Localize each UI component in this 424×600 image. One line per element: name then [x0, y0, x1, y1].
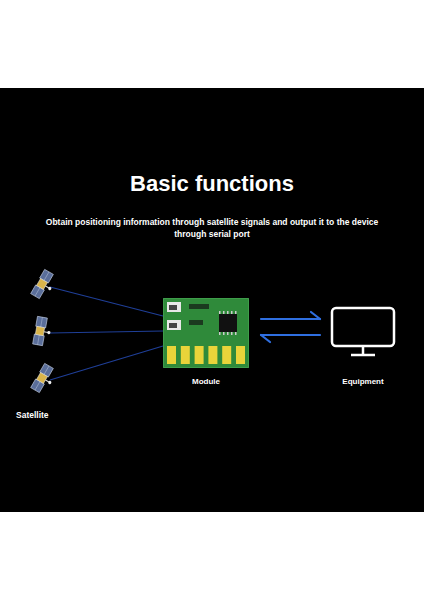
satellite-label: Satellite	[16, 410, 49, 420]
diagram-title: Basic functions	[0, 171, 424, 197]
pcb-drawing	[163, 298, 249, 368]
module-board: Module	[163, 298, 249, 390]
data-arrow	[261, 312, 320, 342]
node-label: Module	[163, 377, 249, 386]
subtitle: Obtain positioning information through s…	[30, 216, 394, 240]
node-label: Equipment	[330, 377, 396, 386]
monitor-icon	[330, 306, 396, 358]
equipment-monitor: Equipment	[330, 306, 396, 390]
